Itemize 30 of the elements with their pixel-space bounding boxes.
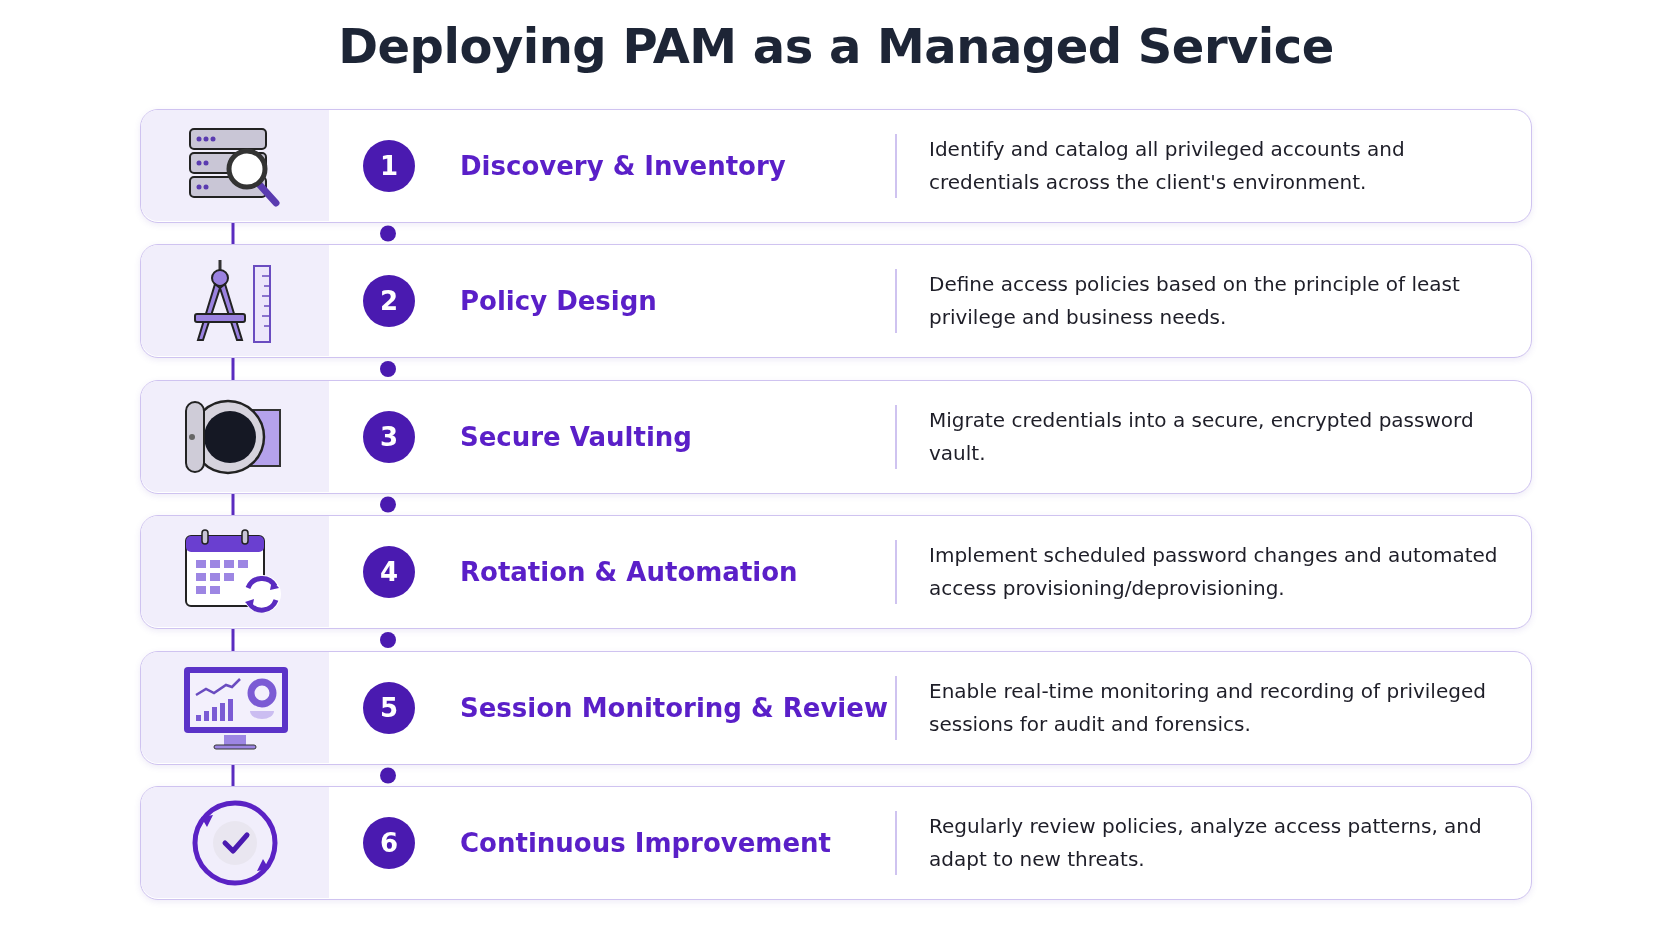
step-card: [140, 515, 1532, 629]
step-description: Regularly review policies, analyze access patterns, and adapt to new threats.: [929, 812, 1483, 873]
step-number: 3: [363, 411, 415, 463]
step-description: Migrate credentials into a secure, encrypted password vault.: [929, 406, 1475, 467]
step-card: [140, 244, 1532, 358]
step-number: 5: [363, 682, 415, 734]
step-title: Session Monitoring & Review: [460, 692, 888, 723]
step-description: Define access policies based on the principle of least privilege and business needs.: [929, 270, 1461, 331]
step-title: Secure Vaulting: [460, 421, 692, 452]
step-description: Enable real-time monitoring and recording of privileged sessions for audit and forensics.: [929, 677, 1487, 738]
step-number: 6: [363, 817, 415, 869]
step-number: 4: [363, 546, 415, 598]
step-card: [140, 109, 1532, 223]
step-description: Implement scheduled password changes and automated access provisioning/deprovisioning.: [929, 541, 1499, 602]
connector-line: [231, 494, 235, 515]
connector-line: [231, 765, 235, 786]
step-number: 2: [363, 275, 415, 327]
step-number: 1: [363, 140, 415, 192]
step-title: Rotation & Automation: [460, 556, 798, 587]
step-card: [140, 651, 1532, 765]
step-title: Discovery & Inventory: [460, 150, 786, 181]
step-card: [140, 786, 1532, 900]
connector-line: [231, 358, 235, 380]
connector-line: [231, 629, 235, 651]
connector-line: [231, 223, 235, 244]
step-title: Policy Design: [460, 285, 657, 316]
step-description: Identify and catalog all privileged accounts and credentials across the client's environment.: [929, 135, 1406, 196]
diagram-title: Deploying PAM as a Managed Service: [337, 18, 1335, 74]
step-title: Continuous Improvement: [460, 827, 832, 858]
step-card: [140, 380, 1532, 494]
